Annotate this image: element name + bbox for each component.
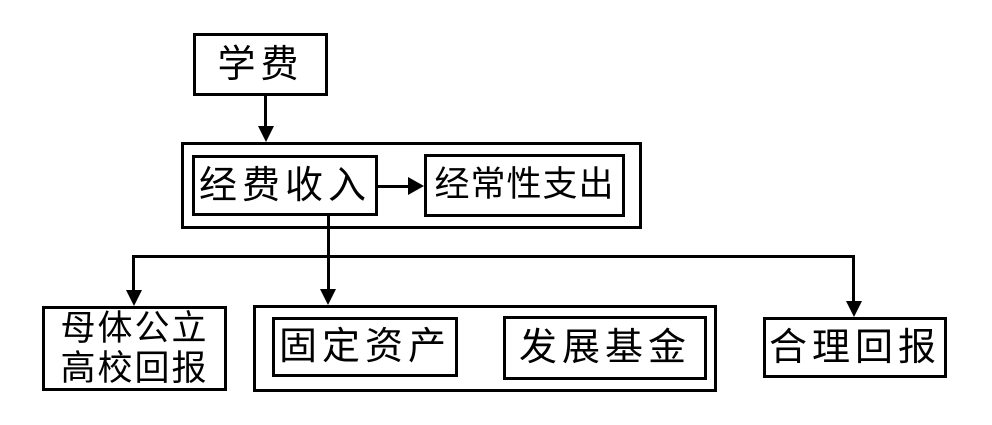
edge-branch-to-parent-return-line <box>132 255 135 292</box>
arrow-right-icon <box>408 177 424 195</box>
arrow-down-icon <box>258 126 274 142</box>
node-recurrent-expenditure: 经常性支出 <box>424 154 625 217</box>
node-reasonable-return-label: 合理回报 <box>768 324 941 369</box>
edge-tuition-to-income-line <box>264 96 267 128</box>
branch-distribution-line <box>132 255 855 258</box>
node-tuition: 学费 <box>193 33 328 96</box>
arrow-down-icon <box>846 301 862 317</box>
node-fixed-assets: 固定资产 <box>272 317 458 377</box>
node-development-fund-label: 发展基金 <box>518 325 691 370</box>
arrow-down-icon <box>320 289 336 305</box>
node-funding-income: 经费收入 <box>192 155 378 216</box>
node-development-fund: 发展基金 <box>503 316 707 380</box>
node-funding-income-label: 经费收入 <box>198 162 371 207</box>
node-tuition-label: 学费 <box>217 41 304 86</box>
edge-income-to-expenditure-line <box>378 185 408 188</box>
node-recurrent-expenditure-label: 经常性支出 <box>434 165 615 206</box>
node-fixed-assets-label: 固定资产 <box>278 324 451 369</box>
node-parent-university-return-label-line1: 母体公立 <box>60 308 209 349</box>
node-reasonable-return: 合理回报 <box>763 317 947 378</box>
node-parent-university-return: 母体公立 高校回报 <box>42 306 227 391</box>
node-parent-university-return-label-line2: 高校回报 <box>60 348 209 389</box>
edge-income-stem-line <box>327 216 330 291</box>
edge-branch-to-reasonable-return-line <box>852 255 855 303</box>
arrow-down-icon <box>126 290 142 306</box>
